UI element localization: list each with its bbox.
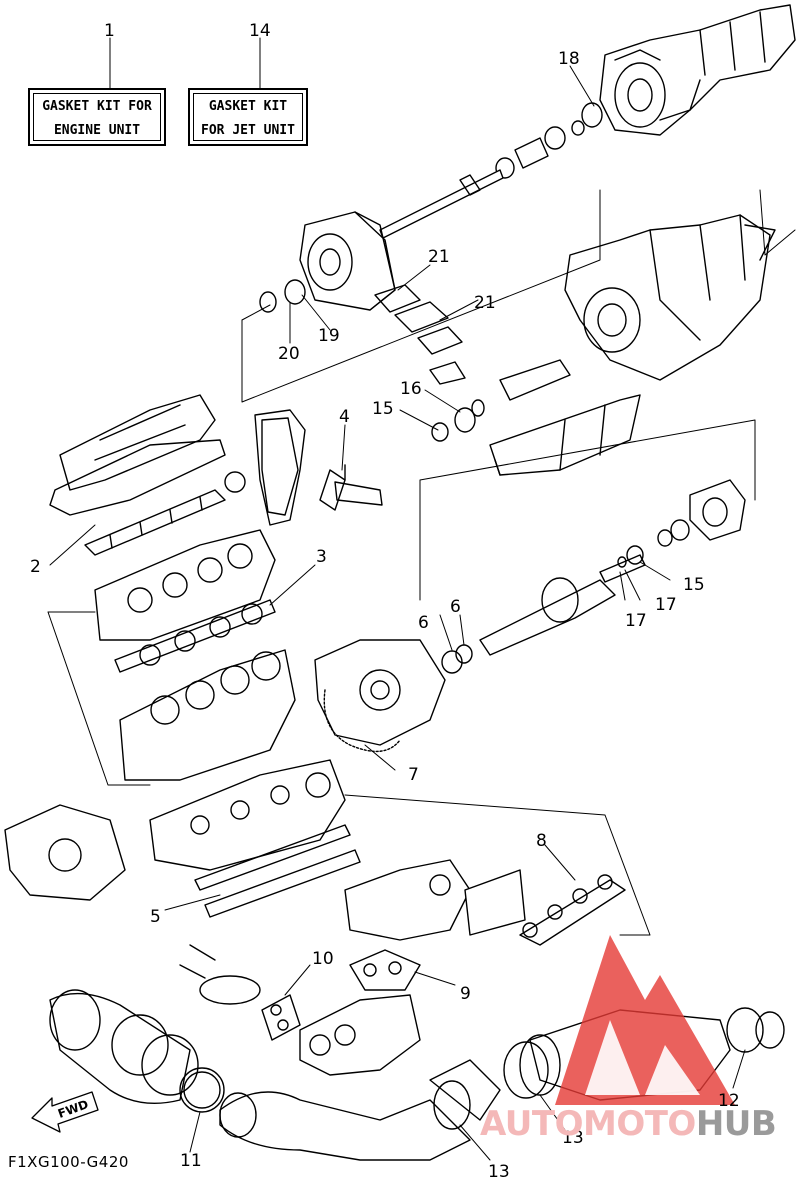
callout-17-right: 17 [655, 595, 677, 615]
callout-15-upper: 15 [372, 399, 394, 419]
tensioner [334, 464, 383, 506]
impeller-shaft-assembly [379, 102, 603, 239]
callout-kit-engine: 1 [104, 21, 115, 41]
cylinder-head [94, 529, 276, 641]
callout-12: 12 [718, 1091, 740, 1111]
jet-pump-housing [599, 4, 796, 136]
callout-11: 11 [180, 1151, 202, 1171]
callout-13-left: 13 [488, 1162, 510, 1182]
callout-20: 20 [278, 344, 300, 364]
kit-box-engine: GASKET KIT FOR ENGINE UNIT [28, 88, 166, 146]
exhaust-manifold [344, 859, 526, 941]
pump-seal-plates [374, 284, 485, 442]
callout-kit-jet: 14 [249, 21, 271, 41]
exhaust-pipe [219, 1059, 501, 1161]
watermark-text: AUTOMOTOHUB [480, 1104, 777, 1144]
kit-jet-line2: FOR JET UNIT [201, 123, 295, 138]
drive-shaft [479, 479, 746, 656]
kit-jet-line1: GASKET KIT [208, 99, 288, 114]
callout-3: 3 [316, 547, 327, 567]
camshafts [84, 471, 246, 556]
oil-pan-cover [4, 804, 126, 901]
watermark-part2: MOTO [582, 1104, 696, 1144]
timing-chain [254, 409, 346, 526]
callout-9: 9 [460, 984, 471, 1004]
callout-5: 5 [150, 907, 161, 927]
exhaust-gasket-9 [349, 949, 421, 991]
head-gasket [114, 599, 276, 673]
intermediate-housing [259, 211, 396, 313]
water-lock-hose [49, 989, 199, 1105]
callout-21-lower: 21 [474, 293, 496, 313]
exhaust-gasket-8 [519, 874, 626, 946]
diagram-code: F1XG100-G420 [8, 1153, 129, 1171]
callout-16: 16 [400, 379, 422, 399]
callout-18: 18 [558, 49, 580, 69]
callout-6-right: 6 [450, 597, 461, 617]
callout-2: 2 [30, 557, 41, 577]
watermark-part1: AUTO [480, 1104, 583, 1144]
forward-arrow-icon: FWD [31, 1091, 99, 1133]
callout-15-lower: 15 [683, 575, 705, 595]
leader-lines [47, 37, 796, 1161]
band-clamp [179, 944, 261, 1005]
crankcase-gaskets [194, 824, 361, 918]
callout-7: 7 [408, 765, 419, 785]
callout-19: 19 [318, 326, 340, 346]
callout-13-right: 13 [562, 1128, 584, 1148]
kit-engine-line1: GASKET KIT FOR [42, 99, 152, 114]
callout-21-upper: 21 [428, 247, 450, 267]
callout-17-left: 17 [625, 611, 647, 631]
gasket-10 [261, 994, 301, 1041]
gaskets-13 [433, 1041, 549, 1130]
ride-plate-bracket [489, 359, 641, 476]
watermark-part3: HUB [695, 1104, 777, 1144]
kit-box-jet: GASKET KIT FOR JET UNIT [188, 88, 308, 146]
exhaust-elbow [299, 994, 421, 1076]
cylinder-block [119, 649, 296, 781]
callout-4: 4 [339, 407, 350, 427]
callout-10: 10 [312, 949, 334, 969]
callout-8: 8 [536, 831, 547, 851]
kit-engine-line2: ENGINE UNIT [53, 123, 141, 138]
callout-6-left: 6 [418, 613, 429, 633]
oil-seals-6 [441, 644, 473, 674]
watermark-logo-icon [555, 935, 735, 1105]
cylinder-head-cover [49, 394, 226, 516]
hose-ring-11 [179, 1067, 225, 1113]
jet-pump-body [564, 214, 776, 381]
generator-cover [314, 639, 446, 753]
